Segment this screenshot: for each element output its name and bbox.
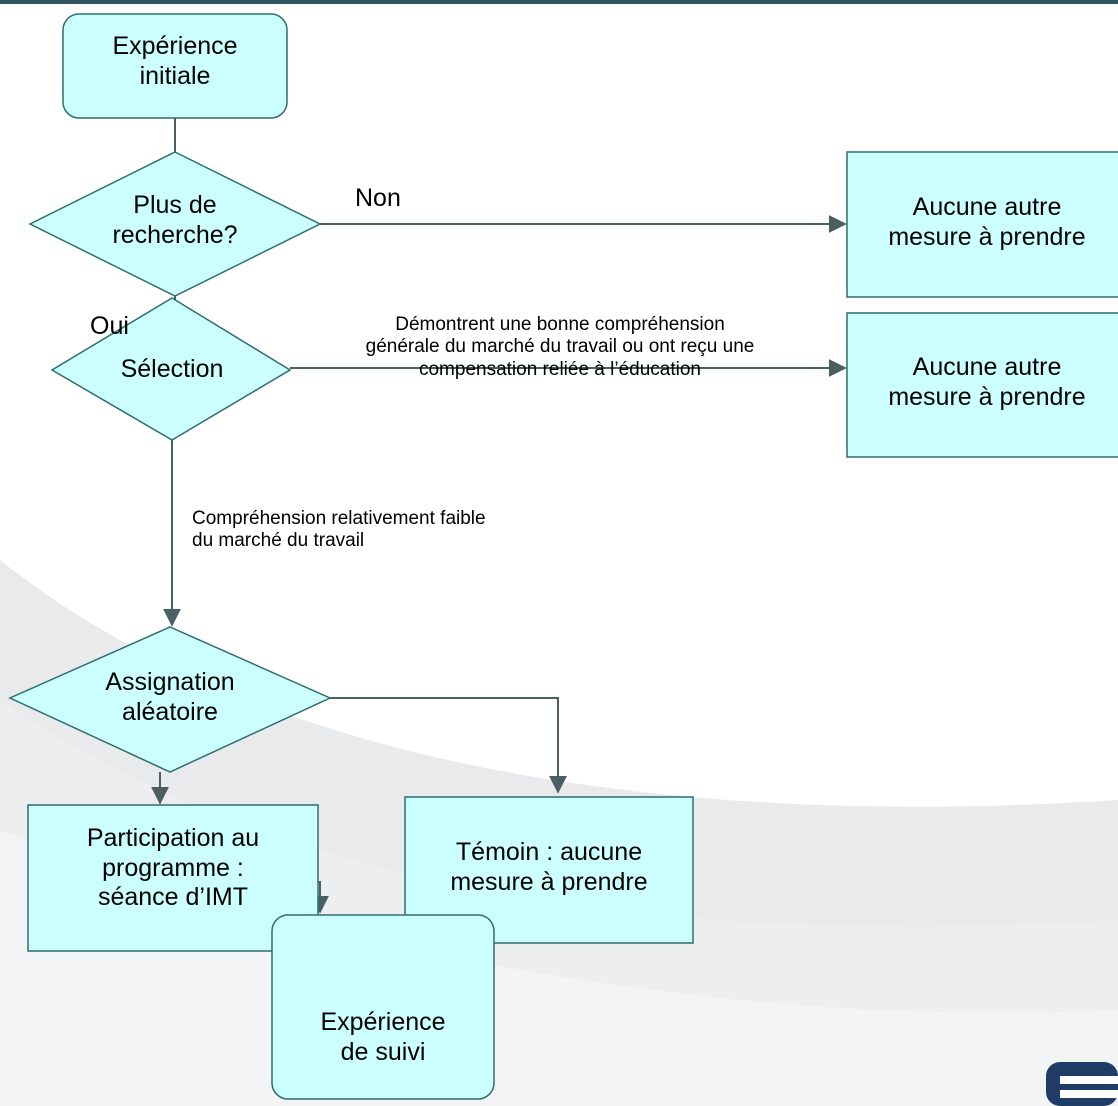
- edge-oui-label: Oui: [90, 312, 129, 340]
- node-selection-label: Sélection: [120, 355, 224, 383]
- logo-icon: [1046, 1062, 1118, 1106]
- node-selection: [50, 297, 292, 441]
- edge-to-control: [330, 697, 567, 794]
- edge-weak-understanding-label: Compréhension relativement faible du mar…: [192, 508, 486, 552]
- top-band: [0, 0, 1118, 4]
- node-followup: [271, 914, 495, 1100]
- node-more-research: [28, 151, 322, 297]
- node-no-action-1: [846, 151, 1118, 298]
- edge-non-label: Non: [355, 184, 401, 212]
- node-random: [8, 626, 332, 773]
- node-no-action-2: [846, 312, 1118, 458]
- edge-good-understanding-label: Démontrent une bonne compréhension génér…: [365, 314, 755, 380]
- node-initial: [62, 13, 288, 119]
- node-participation: [27, 804, 319, 952]
